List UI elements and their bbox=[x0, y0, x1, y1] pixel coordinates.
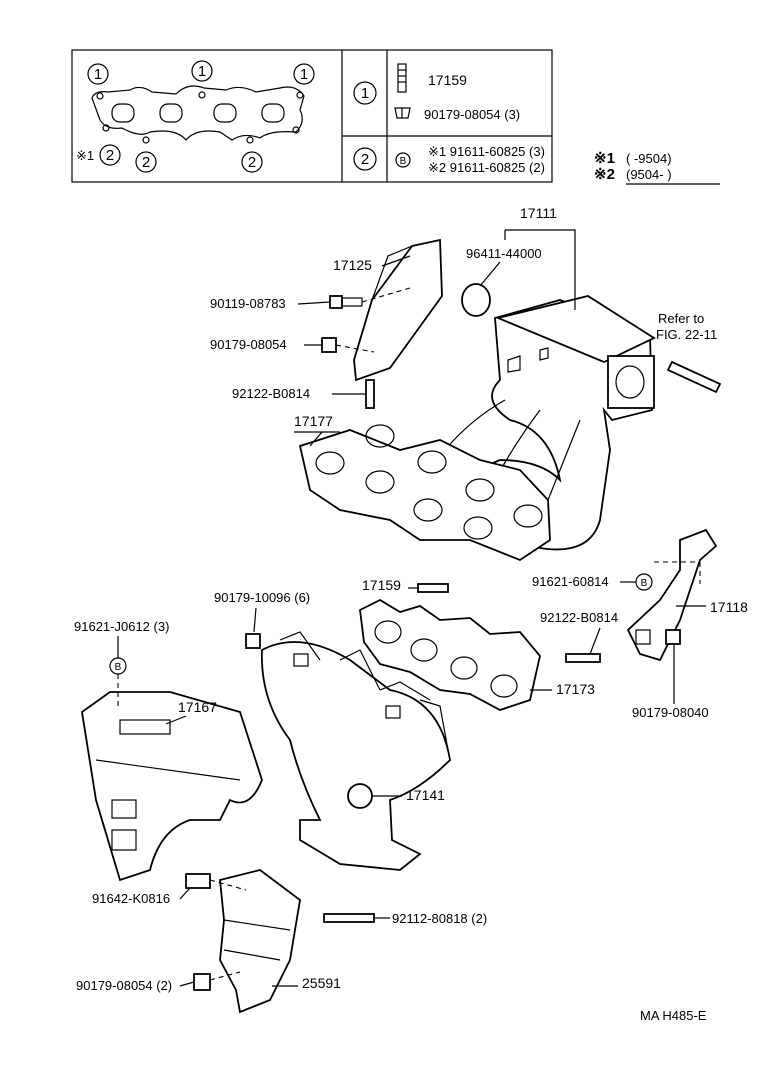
marker-1c: 1 bbox=[300, 66, 308, 83]
gasket-17177 bbox=[298, 424, 551, 562]
legend-table: 1 1 1 2 2 2 ※1 1 17159 90179-08054 (3) bbox=[71, 49, 553, 183]
marker-2c: 2 bbox=[248, 154, 256, 171]
legend-row1-marker: 1 bbox=[361, 85, 369, 102]
applicability-range-1: ( -9504) bbox=[626, 151, 672, 166]
legend-row1-item1: 17159 bbox=[428, 72, 467, 88]
label-90179-10096: 90179-10096 (6) bbox=[214, 590, 310, 605]
label-25591: 25591 bbox=[302, 975, 341, 991]
applicability-mark-1: ※1 bbox=[594, 150, 615, 167]
stud-92122-icon bbox=[365, 379, 375, 409]
label-refer-fig: FIG. 22-11 bbox=[656, 327, 717, 342]
gasket-17173 bbox=[359, 598, 541, 711]
bolt-91642-icon bbox=[185, 873, 211, 889]
marker-2a: 2 bbox=[106, 147, 114, 164]
label-96411: 96411-44000 bbox=[466, 246, 542, 261]
nut-90179-icon bbox=[321, 337, 337, 353]
marker-1b: 1 bbox=[198, 63, 206, 80]
label-92122-upper: 92122-B0814 bbox=[232, 386, 310, 401]
exhaust-manifold-17141 bbox=[261, 631, 451, 871]
applicability-note: ※1 ( -9504) ※2 (9504- ) bbox=[594, 150, 720, 185]
label-17125: 17125 bbox=[333, 257, 372, 273]
label-92112: 92112-80818 (2) bbox=[392, 911, 487, 926]
nut-90179-10096-icon bbox=[245, 633, 261, 649]
label-90179-08040: 90179-08040 bbox=[632, 705, 709, 720]
bolt-90119-icon bbox=[329, 295, 363, 309]
label-91621-j0612: 91621-J0612 (3) bbox=[74, 619, 169, 634]
label-17167: 17167 bbox=[178, 699, 217, 715]
label-92122-lower: 92122-B0814 bbox=[540, 610, 618, 625]
legend-row2-marker: 2 bbox=[361, 151, 369, 168]
stud-refer-icon bbox=[666, 360, 722, 394]
marker-2b: 2 bbox=[142, 154, 150, 171]
label-17173: 17173 bbox=[556, 681, 595, 697]
label-17118: 17118 bbox=[710, 599, 748, 615]
bolt-91621-j0612-symbol: B bbox=[115, 662, 122, 673]
stud-92112-icon bbox=[323, 913, 375, 923]
manifold-stay-17125 bbox=[353, 238, 443, 382]
heat-insulator-17167 bbox=[81, 691, 263, 882]
legend-row2-item1: ※1 91611-60825 (3) bbox=[428, 144, 545, 159]
legend-row2-bolt-symbol: B bbox=[400, 156, 407, 167]
label-91642: 91642-K0816 bbox=[92, 891, 170, 906]
bolt-91621-symbol: B bbox=[641, 578, 648, 589]
diagram-code: MA H485-E bbox=[640, 1008, 707, 1023]
label-17177: 17177 bbox=[294, 413, 333, 429]
label-91621-60814: 91621-60814 bbox=[532, 574, 609, 589]
gasket-note-mark: ※1 bbox=[76, 148, 94, 163]
label-17141: 17141 bbox=[406, 787, 445, 803]
label-17159: 17159 bbox=[362, 577, 401, 593]
label-90179-08054-lower: 90179-08054 (2) bbox=[76, 978, 172, 993]
label-90179-08054: 90179-08054 bbox=[210, 337, 287, 352]
marker-1a: 1 bbox=[94, 66, 102, 83]
plug-96411 bbox=[461, 283, 491, 317]
legend-row2-item2: ※2 91611-60825 (2) bbox=[428, 160, 545, 175]
label-refer-to: Refer to bbox=[658, 311, 704, 326]
nut-icon bbox=[394, 107, 411, 119]
label-17111: 17111 bbox=[520, 205, 557, 221]
bracket-25591 bbox=[219, 869, 301, 1014]
legend-row1-item2: 90179-08054 (3) bbox=[424, 107, 520, 122]
stud-icon bbox=[397, 63, 407, 93]
stud-17159-icon bbox=[417, 583, 449, 593]
gasket-icon bbox=[91, 85, 305, 144]
nut-90179-08040-icon bbox=[665, 629, 681, 645]
label-90119: 90119-08783 bbox=[210, 296, 286, 311]
nut-90179-08054-lower-icon bbox=[193, 973, 211, 991]
applicability-range-2: (9504- ) bbox=[626, 167, 672, 182]
gasket-bolt-position-markers: 1 1 1 2 2 2 ※1 bbox=[76, 60, 315, 173]
callout-labels: 17111 96411-44000 17125 90119-08783 9017… bbox=[74, 205, 748, 993]
stud-92122-lower-icon bbox=[565, 653, 601, 663]
applicability-mark-2: ※2 bbox=[594, 166, 615, 183]
